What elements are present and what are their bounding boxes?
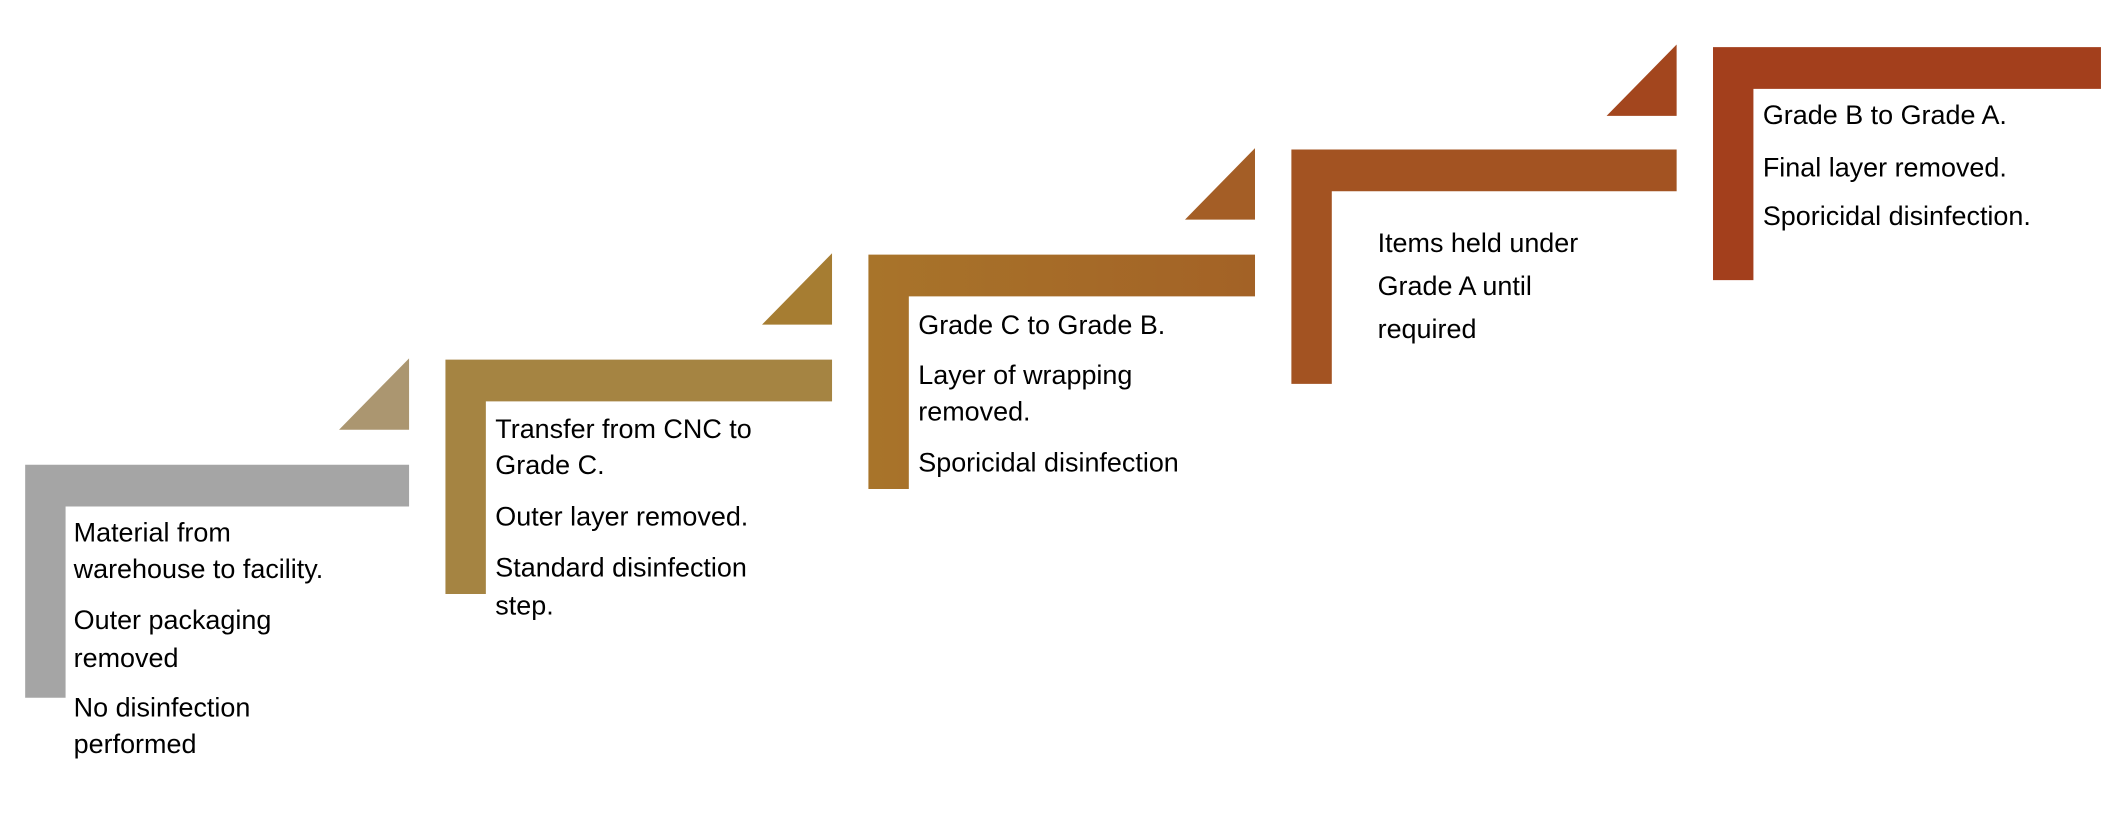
step-1-text-line: warehouse to facility. xyxy=(73,554,324,584)
step-1-text-line: No disinfection xyxy=(74,693,251,723)
step-2-text-line: Transfer from CNC to xyxy=(495,414,751,444)
step-4-text-line: Items held under xyxy=(1378,228,1579,258)
step-4-bracket xyxy=(1291,149,1677,384)
step-4-text-line: required xyxy=(1378,314,1477,344)
step-3-text-line: removed. xyxy=(918,396,1030,426)
step-2-text-line: step. xyxy=(495,590,553,620)
step-2-text-line: Outer layer removed. xyxy=(495,501,748,531)
step-1-text-line: performed xyxy=(74,729,197,759)
step-3-text-line: Sporicidal disinfection xyxy=(918,447,1179,477)
step-1-text-line: removed xyxy=(74,643,179,673)
step-1-bracket xyxy=(25,464,410,698)
step-5-text-line: Final layer removed. xyxy=(1763,152,2007,182)
step-3-arrow-triangle xyxy=(1184,148,1256,220)
step-2-text-line: Grade C. xyxy=(495,450,604,480)
step-3-bracket xyxy=(868,254,1256,489)
step-2-arrow-triangle xyxy=(761,253,833,325)
step-1-text-line: Material from xyxy=(74,518,231,548)
step-3: Grade C to Grade B. Layer of wrapping re… xyxy=(868,148,1256,489)
step-1: Material from warehouse to facility. Out… xyxy=(25,358,410,759)
step-4: Items held under Grade A until required xyxy=(1291,44,1677,384)
step-2: Transfer from CNC to Grade C. Outer laye… xyxy=(445,253,833,620)
step-3-text-line: Grade C to Grade B. xyxy=(918,310,1165,340)
step-5-text-line: Grade B to Grade A. xyxy=(1763,100,2007,130)
step-5-text-line: Sporicidal disinfection. xyxy=(1763,201,2031,231)
step-4-arrow-triangle xyxy=(1606,44,1677,116)
step-1-arrow-triangle xyxy=(339,358,410,430)
step-2-text-line: Standard disinfection xyxy=(495,553,747,583)
step-5-bracket xyxy=(1713,47,2101,281)
step-3-text-line: Layer of wrapping xyxy=(918,360,1132,390)
step-5: Grade B to Grade A. Final layer removed.… xyxy=(1713,47,2101,281)
step-1-text-line: Outer packaging xyxy=(74,605,272,635)
step-4-text-line: Grade A until xyxy=(1378,271,1532,301)
step-2-bracket xyxy=(445,359,833,595)
